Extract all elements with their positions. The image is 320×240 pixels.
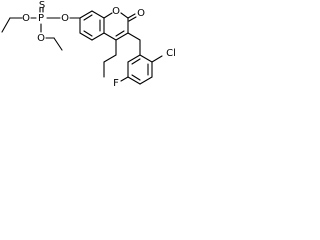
atom-label-s: S [39,0,45,11]
ring-a-double-3 [83,30,93,37]
atom-labels: S P O O O O O Cl F [22,0,176,89]
ring-c-double-3 [131,58,141,65]
chemical-structure-canvas: S P O O O O O Cl F [0,0,214,109]
ring-c-bond-1 [139,54,153,63]
ring-b-bond-4 [115,32,129,41]
ring-c-double-2 [131,74,141,81]
propyl-bond-2 [103,54,117,63]
atom-label-o-ester-bottom: O [37,33,45,44]
ring-c-bond-6 [127,54,141,63]
atom-label-o-ring: O [112,6,120,17]
chemical-structure-diagram: S P O O O O O Cl F [1,0,176,89]
ring-a-bond-4 [91,32,105,41]
coumarin-pyranone-ring [103,12,137,41]
atom-label-o-aryl: O [61,13,69,24]
carbonyl-bond-a [127,13,136,19]
bond-ethyl-left-ch3 [1,17,11,33]
ring-c-bond-3 [139,76,153,85]
atom-label-o-carbonyl: O [137,8,145,19]
ring-b-bond-5 [103,32,117,41]
bond-c-cl [151,55,163,63]
atom-label-p: P [38,13,44,24]
coumarin-benzene-ring [79,10,105,41]
ring-b-bond-2 [120,12,129,19]
thiophosphate-bonds [1,7,81,51]
halophenyl-ring [120,54,163,85]
ring-a-bond-5 [79,32,93,41]
ring-b-double-c3c4 [115,30,125,37]
ring-a-bond-1 [79,10,93,19]
ring-b-bond-1 [103,12,113,19]
ring-a-bond-2 [91,10,105,19]
ch2-bond-1 [127,32,141,41]
atom-label-o-ester-left: O [22,13,30,24]
bond-c-f [120,76,129,82]
ring-c-bond-4 [127,76,141,85]
propyl-chain [103,39,117,78]
benzyl-linker [127,32,141,56]
atom-label-cl: Cl [166,48,176,59]
bond-ethyl-bottom-ch3 [53,37,63,51]
ring-a-double-1 [83,14,93,21]
atom-label-f: F [113,78,119,89]
carbonyl-bond-b [128,16,137,22]
